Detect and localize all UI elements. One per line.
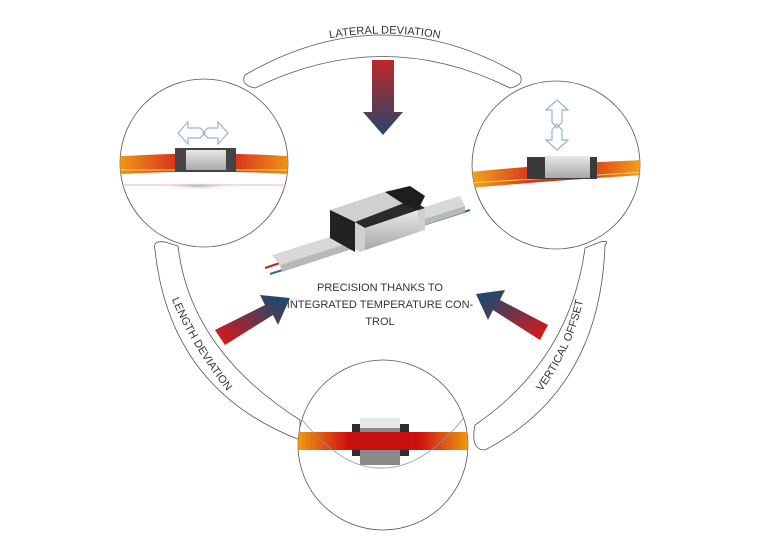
vertical-double-arrow-icon	[544, 99, 570, 151]
up-right-arrow-icon	[215, 295, 290, 345]
length-deviation-label: LENGTH DEVIATION	[169, 296, 234, 393]
horizontal-double-arrow-icon	[177, 120, 229, 146]
vertical-offset-inset	[471, 80, 641, 250]
lateral-deviation-label: LATERAL DEVIATION	[328, 24, 441, 41]
left-label-band	[154, 241, 301, 441]
caption-line: PRECISION THANKS TO	[317, 282, 443, 294]
caption-line: TROL	[365, 316, 395, 328]
guide-block-icon	[352, 418, 409, 465]
center-caption: PRECISION THANKS TO INTEGRATED TEMPERATU…	[285, 280, 475, 331]
lateral-deviation-inset	[119, 78, 289, 248]
guide-block-icon	[527, 156, 597, 179]
caption-line: INTEGRATED TEMPERATURE CON-	[286, 299, 474, 311]
guide-block-icon	[175, 148, 236, 172]
length-deviation-inset	[297, 359, 469, 531]
linear-guide-product-image	[264, 186, 471, 275]
up-left-arrow-icon	[476, 290, 548, 340]
down-arrow-icon	[363, 60, 403, 135]
top-label-band	[243, 34, 522, 89]
right-label-band	[473, 241, 608, 451]
